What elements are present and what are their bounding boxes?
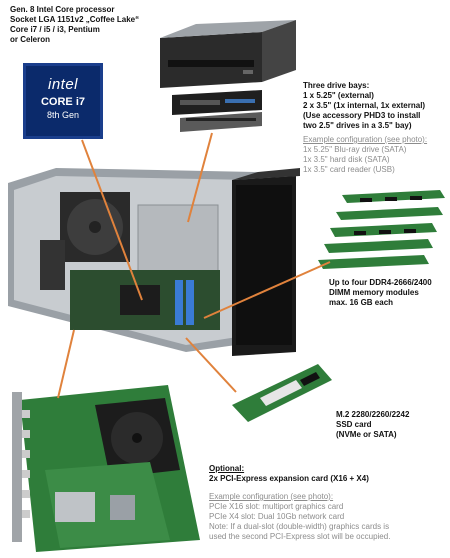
cpu-line: Core i7 / i5 / i3, Pentium xyxy=(10,25,100,34)
drive-bays-line: 1 x 5.25" (external) xyxy=(303,91,374,100)
cpu-line: Gen. 8 Intel Core processor xyxy=(10,5,115,14)
memory-description: Up to four DDR4-2666/2400 DIMM memory mo… xyxy=(329,278,432,308)
callout-drives xyxy=(187,132,213,223)
card-reader-image xyxy=(172,90,262,132)
drive-bays-line: Three drive bays: xyxy=(303,81,370,90)
cpu-line: or Celeron xyxy=(10,35,51,44)
cpu-description: Gen. 8 Intel Core processor Socket LGA 1… xyxy=(10,5,139,45)
ssd-line: SSD card xyxy=(336,420,372,429)
expansion-example-line: Note: If a dual-slot (double-width) grap… xyxy=(209,522,390,531)
memory-modules-image xyxy=(318,190,445,269)
callout-expansion xyxy=(57,329,75,399)
drive-bays-example-line: 1x 3.5" card reader (USB) xyxy=(303,165,395,174)
expansion-title: Optional: xyxy=(209,464,245,473)
pc-chassis-image xyxy=(8,168,300,356)
callout-cpu xyxy=(81,139,143,301)
drive-bays-example-line: 1x 3.5" hard disk (SATA) xyxy=(303,155,390,164)
expansion-example-line: PCIe X16 slot: multiport graphics card xyxy=(209,502,344,511)
memory-line: Up to four DDR4-2666/2400 xyxy=(329,278,432,287)
drive-bays-example: Example configuration (see photo): 1x 5.… xyxy=(303,135,427,175)
drive-bays-example-line: 1x 5.25" Blu-ray drive (SATA) xyxy=(303,145,407,154)
drive-bays-line: (Use accessory PHD3 to install xyxy=(303,111,421,120)
expansion-example-title: Example configuration (see photo): xyxy=(209,492,334,501)
m2-ssd-image xyxy=(232,364,332,422)
expansion-example-line: used the second PCI-Express slot will be… xyxy=(209,532,391,541)
expansion-line: 2x PCI-Express expansion card (X16 + X4) xyxy=(209,474,369,483)
intel-logo: intel xyxy=(47,76,79,93)
intel-badge: intel CORE i7 8th Gen xyxy=(26,66,100,136)
drive-bays-description: Three drive bays: 1 x 5.25" (external) 2… xyxy=(303,81,425,131)
expansion-example-line: PCIe X4 slot: Dual 10Gb network card xyxy=(209,512,345,521)
drive-bays-example-title: Example configuration (see photo): xyxy=(303,135,428,144)
memory-line: max. 16 GB each xyxy=(329,298,394,307)
callout-ssd xyxy=(185,337,237,393)
ssd-line: M.2 2280/2260/2242 xyxy=(336,410,410,419)
drive-bays-line: 2 x 3.5" (1x internal, 1x external) xyxy=(303,101,426,110)
intel-model: CORE i7 xyxy=(40,96,85,108)
expansion-cards-image xyxy=(12,385,200,552)
expansion-example: Example configuration (see photo): PCIe … xyxy=(209,492,390,542)
expansion-description: Optional: 2x PCI-Express expansion card … xyxy=(209,464,369,484)
ssd-line: (NVMe or SATA) xyxy=(336,430,397,439)
ssd-description: M.2 2280/2260/2242 SSD card (NVMe or SAT… xyxy=(336,410,409,440)
cpu-line: Socket LGA 1151v2 „Coffee Lake“ xyxy=(10,15,140,24)
callout-memory xyxy=(203,261,331,319)
callout-lines xyxy=(57,132,331,399)
memory-line: DIMM memory modules xyxy=(329,288,419,297)
optical-drive-image xyxy=(160,20,296,88)
intel-badge-image xyxy=(23,63,103,139)
drive-bays-line: two 2.5" drives in a 3.5" bay) xyxy=(303,121,412,130)
intel-generation: 8th Gen xyxy=(46,110,80,120)
